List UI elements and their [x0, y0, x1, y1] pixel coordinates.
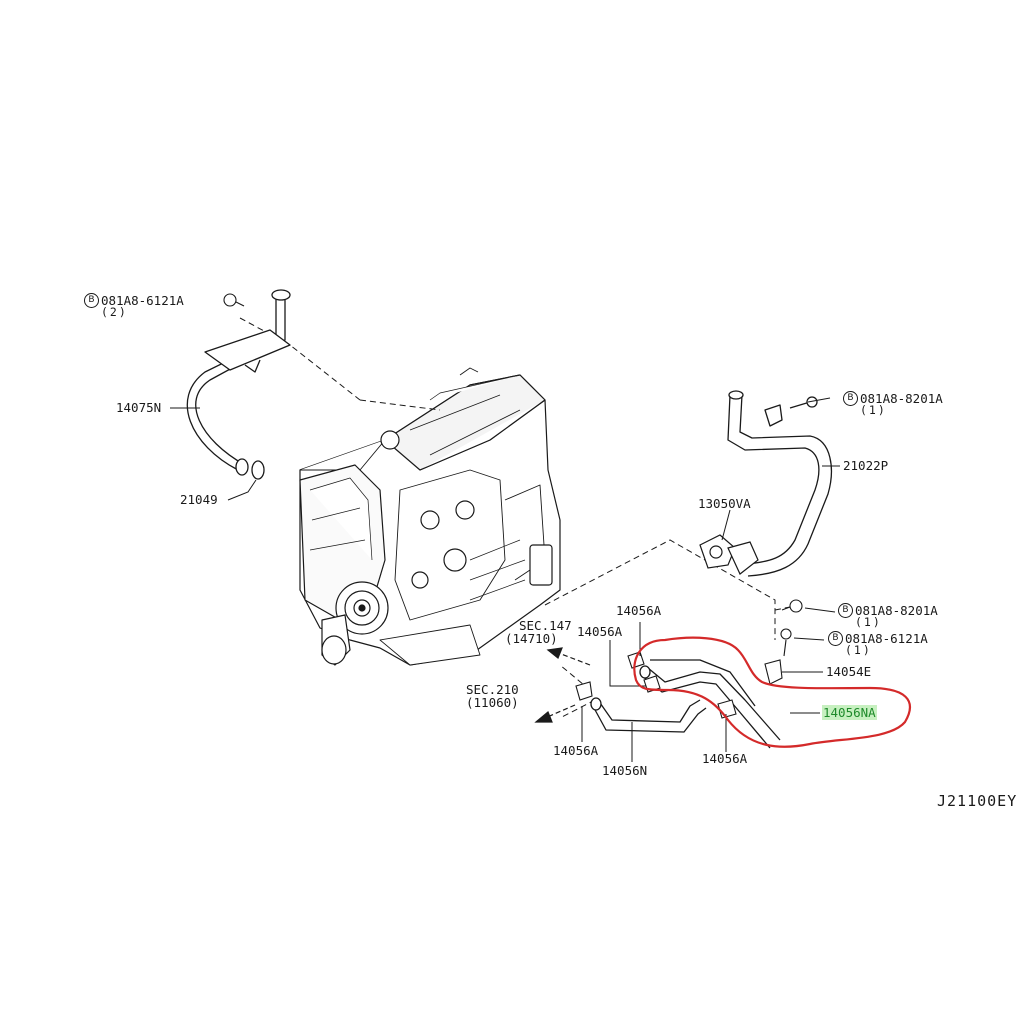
- bolt-symbol-left: B: [84, 293, 99, 308]
- callout-bolt-upper-right-code: 081A8-8201A: [860, 391, 943, 406]
- callout-bracket-14054e: 14054E: [826, 664, 872, 679]
- hose-14056na-drawing: [639, 659, 781, 749]
- callout-sec210-title: SEC.210: [466, 682, 519, 697]
- callout-bolt-lower-right-code: 081A8-6121A: [845, 631, 928, 646]
- callout-bolt-mid-right-code: 081A8-8201A: [855, 603, 938, 618]
- callout-gasket-13050va: 13050VA: [698, 496, 751, 511]
- callout-sec147-title: SEC.147: [519, 618, 572, 633]
- leader-lines: [170, 397, 840, 762]
- callout-clamp-lower-right: 14056A: [702, 751, 748, 766]
- hose-14056n-drawing: [590, 697, 707, 733]
- callout-sec210-ref: (11060): [466, 695, 519, 710]
- highlight-outline: [633, 636, 911, 748]
- figure-code: J21100EY: [937, 792, 1018, 810]
- bolt-drawing-left: [223, 293, 245, 307]
- callout-hose-14056na: 14056NA: [822, 705, 877, 720]
- callout-sec147-ref: (14710): [505, 631, 558, 646]
- hose-14075n-drawing: [186, 289, 291, 480]
- callout-bolt-upper-right-qty: (1): [860, 403, 887, 417]
- highlighted-part-number: 14056NA: [822, 705, 877, 720]
- callout-clip-21049: 21049: [180, 492, 218, 507]
- callout-bolt-left-code: 081A8-6121A: [101, 293, 184, 308]
- pipe-21022p-drawing: [727, 390, 832, 577]
- callout-hose-14075n: 14075N: [116, 400, 162, 415]
- callout-bolt-left-qty: (2): [101, 305, 128, 319]
- engine-block: [299, 367, 561, 666]
- callout-hose-14056n: 14056N: [602, 763, 648, 778]
- gasket-13050va-drawing: [699, 534, 759, 575]
- callout-clamp-lower-left: 14056A: [553, 743, 599, 758]
- bolt-drawings-right: [764, 599, 803, 685]
- bolt-symbol-upper-right: B: [843, 391, 858, 406]
- section-arrows: [534, 647, 591, 723]
- bolt-symbol-mid-right: B: [838, 603, 853, 618]
- callout-pipe-21022p: 21022P: [843, 458, 889, 473]
- callout-clamp-top: 14056A: [616, 603, 662, 618]
- callout-clamp-upper-left: 14056A: [577, 624, 623, 639]
- callout-bolt-lower-right-qty: (1): [845, 643, 872, 657]
- callout-bolt-mid-right-qty: (1): [855, 615, 882, 629]
- bolt-symbol-lower-right: B: [828, 631, 843, 646]
